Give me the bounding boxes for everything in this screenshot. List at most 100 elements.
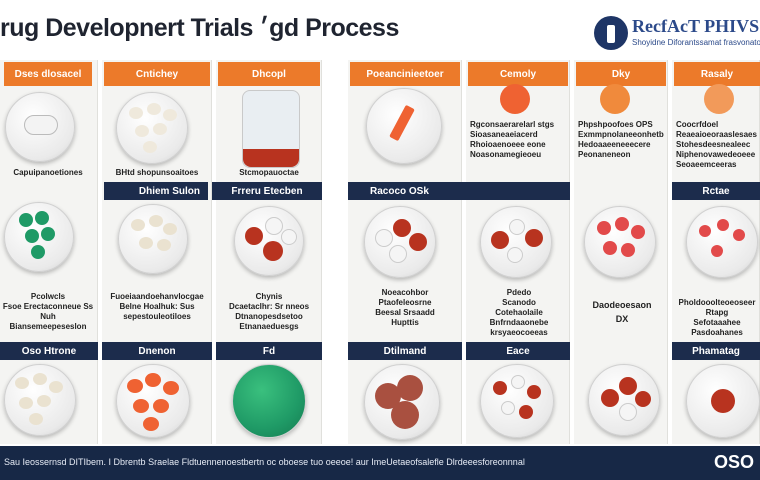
- row2-caption-4: Noeacohbor Ptaofeleosrne Beesal Srsaadd …: [375, 288, 435, 327]
- logo-name: RecfAcT PHIVSSE: [632, 16, 760, 36]
- row1-header-5: Cemoly: [468, 62, 568, 86]
- brown-pill: [397, 375, 423, 401]
- red-pill: [635, 391, 651, 407]
- row1-caption-2: BHtd shopunsoaitoes: [115, 168, 199, 177]
- row3-band-4: Dtilmand: [348, 342, 462, 360]
- mixed-pill-dish: [364, 206, 436, 278]
- compass-dish: [366, 88, 442, 164]
- brown-pill: [391, 401, 419, 429]
- row2-caption-3: Chynis Dcaetaclhr: Sr nneos Dtnanopesdse…: [228, 292, 310, 331]
- bottle-label: [243, 149, 299, 167]
- cream-pill: [29, 413, 43, 425]
- white-pill: [149, 215, 163, 227]
- white-pill: [131, 219, 145, 231]
- row2-caption-5: Pdedo Scanodo Cotehaolaile Bnfrndaaonebe…: [489, 288, 549, 337]
- footer-bar: Sau Ieossernsd DITIbem. I Dbrentb Sraela…: [0, 446, 760, 480]
- stage-dot: [704, 84, 734, 114]
- process-grid: Dses dlosacel Cntichey Dhcopl Poeancinie…: [0, 60, 760, 444]
- row2-caption-1: Pcolwcls Fsoe Erectaconneue Ss Nuh Bians…: [2, 292, 94, 331]
- page-title: rug Developnert Trials ׳‎‏gd Process: [0, 14, 399, 42]
- white-pill: [507, 247, 523, 263]
- orange-tablet: [163, 381, 179, 395]
- red-white-pill-dish: [234, 206, 304, 276]
- orange-tablet: [145, 373, 161, 387]
- stage-dot: [600, 84, 630, 114]
- orange-tablet: [143, 417, 159, 431]
- row2-band-4: Rctae: [672, 182, 760, 200]
- medicine-bottle: [242, 90, 300, 168]
- white-pill: [157, 239, 171, 251]
- row3-band-2: Dnenon: [102, 342, 212, 360]
- white-pill: [281, 229, 297, 245]
- white-pill: [509, 219, 525, 235]
- white-pill: [375, 229, 393, 247]
- red-pill: [619, 377, 637, 395]
- green-pill: [41, 227, 55, 241]
- red-pill: [711, 389, 735, 413]
- row1-caption-7: Coocrfdoel Reaeaioeoraaslesaes Stohesdee…: [676, 120, 757, 169]
- tablet: [129, 107, 143, 119]
- red-pill-dish: [480, 206, 552, 278]
- orange-tablet: [133, 399, 149, 413]
- row1-caption-6: Phpshpoofoes OPS Exmmpnolaneeonhetb Hedo…: [578, 120, 664, 159]
- white-pill: [389, 245, 407, 263]
- row1-header-6: Dky: [576, 62, 666, 86]
- red-bead: [711, 245, 723, 257]
- red-pill: [491, 231, 509, 249]
- row2-caption-2: Fuoeiaandoehanvlocgae Belne Hoalhuk: Sus…: [110, 292, 204, 321]
- row1-header-3: Dhcopl: [218, 62, 320, 86]
- red-pill: [245, 227, 263, 245]
- red-bead: [603, 241, 617, 255]
- footer-text: Sau Ieossernsd DITIbem. I Dbrentb Sraela…: [4, 457, 525, 467]
- white-bead: [511, 375, 525, 389]
- cream-pill: [37, 395, 51, 407]
- green-pill: [19, 213, 33, 227]
- red-pill: [601, 389, 619, 407]
- green-pill: [25, 229, 39, 243]
- pale-bead-dish: [686, 206, 758, 278]
- red-bead: [597, 221, 611, 235]
- row1-header-7: Rasaly: [674, 62, 760, 86]
- capsule-dish: [5, 92, 75, 162]
- cream-pill-dish: [4, 364, 76, 436]
- white-pill: [619, 403, 637, 421]
- red-bead: [615, 217, 629, 231]
- green-pill: [31, 245, 45, 259]
- tablet: [163, 109, 177, 121]
- tablet: [135, 125, 149, 137]
- red-bead: [493, 381, 507, 395]
- orange-tablet: [127, 379, 143, 393]
- row2-band-2: Frreru Etecben: [212, 182, 322, 200]
- logo-tagline: Shoyidne Diforantssamat frasvonatons: [632, 38, 760, 47]
- red-bead: [519, 405, 533, 419]
- stage-dot: [500, 84, 530, 114]
- row3-band-5: Eace: [466, 342, 570, 360]
- row1-caption-1: Capuipanoetiones: [13, 168, 83, 177]
- row2-caption-6: Daodeoesaon DX: [592, 300, 652, 324]
- green-pill-dish: [4, 202, 74, 272]
- brand-logo: RecfAcT PHIVSSE Shoyidne Diforantssamat …: [592, 14, 760, 54]
- footer-logo: OSO: [713, 452, 754, 472]
- white-tablet-dish: [116, 92, 188, 164]
- red-bead: [699, 225, 711, 237]
- row3-band-6: Phamatag: [672, 342, 760, 360]
- row1-caption-3: Stcmopauoctae: [239, 168, 299, 177]
- capsule-shape: [24, 115, 58, 135]
- row3-band-1: Oso Htrone: [0, 342, 98, 360]
- cream-pill: [49, 381, 63, 393]
- brown-pill-dish: [364, 364, 440, 440]
- row1-caption-5: Rgconsaerarelarl stgs Sioasaneaeiacerd R…: [470, 120, 555, 159]
- orange-tablet-dish: [116, 364, 190, 438]
- dark-red-pill-dish: [588, 364, 660, 436]
- red-pill: [263, 241, 283, 261]
- green-powder-dish: [232, 364, 306, 438]
- red-bead: [717, 219, 729, 231]
- single-pill-dish: [686, 364, 760, 438]
- compass-needle: [389, 104, 415, 142]
- cream-pill: [15, 377, 29, 389]
- green-pill: [35, 211, 49, 225]
- cream-pill: [19, 397, 33, 409]
- row1-header-4: Poeancinieetoer: [350, 62, 460, 86]
- row2-caption-7: Pholdooolteoeoseer Rtapg Sefotaaahee Pas…: [678, 298, 756, 337]
- white-bead: [501, 401, 515, 415]
